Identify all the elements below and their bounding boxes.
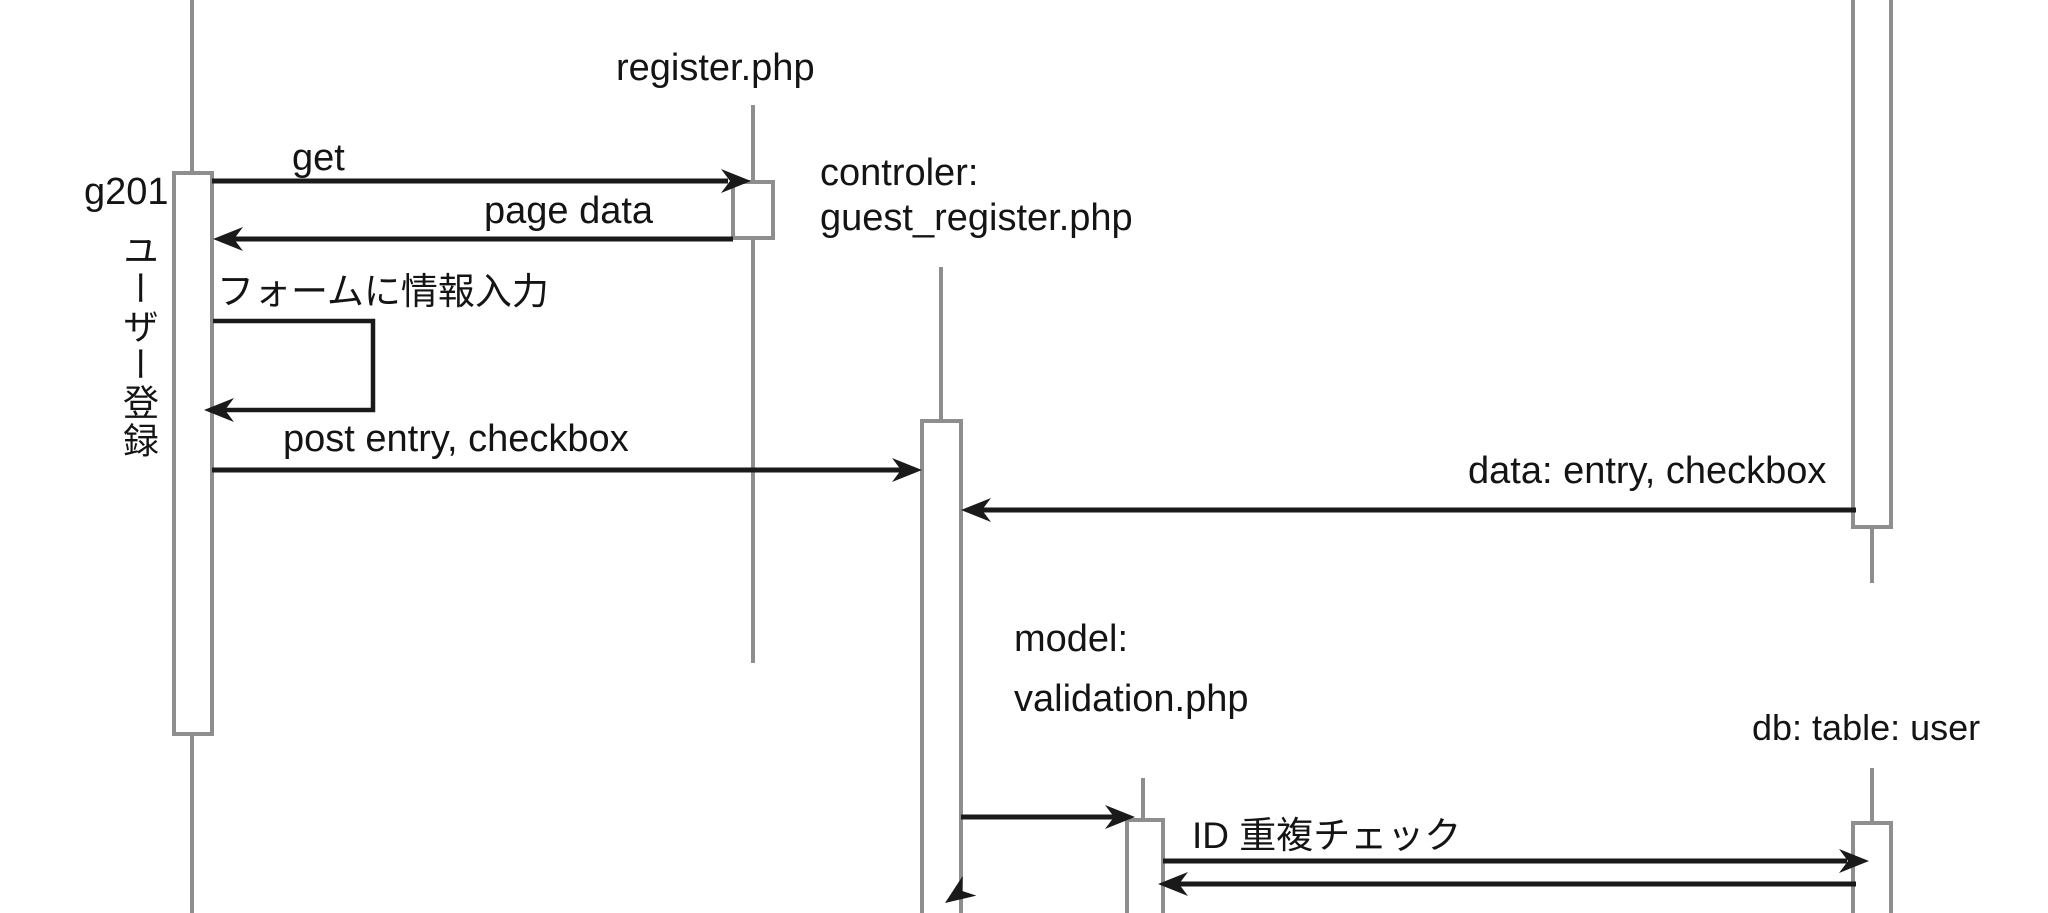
participant-model-file-label: validation.php <box>1014 678 1249 720</box>
arrow-post-head <box>892 458 922 482</box>
activation-user <box>172 171 214 736</box>
message-page-data-label: page data <box>484 190 654 232</box>
arrow-get-head <box>721 169 751 193</box>
arrow-return-controller-head <box>945 875 977 903</box>
arrow-id-check-head <box>1839 849 1869 873</box>
arrow-call-model-head <box>1105 805 1135 829</box>
activation-model <box>1125 818 1165 913</box>
activation-db-bottom <box>1851 821 1893 913</box>
arrow-data-head <box>961 498 991 522</box>
participant-user-label: g201 <box>84 171 169 213</box>
participant-register-label: register.php <box>616 47 815 89</box>
message-get-label: get <box>292 137 345 179</box>
message-post-label: post entry, checkbox <box>283 418 629 460</box>
message-data-label: data: entry, checkbox <box>1468 450 1827 492</box>
participant-database-label: db: table: user <box>1752 707 1981 748</box>
activation-register <box>731 180 775 240</box>
arrow-id-return-head <box>1158 872 1188 896</box>
arrow-self-form-head <box>204 398 234 422</box>
participant-model-label: model: <box>1014 618 1129 660</box>
arrow-self-form-line <box>213 318 376 413</box>
arrow-page-data-head <box>213 227 243 251</box>
participant-controller-label: controler: <box>820 152 979 194</box>
activation-controller <box>920 419 963 913</box>
participant-user-role-label: ユーザー登録 <box>118 232 159 460</box>
message-form-input-label: フォームに情報入力 <box>217 271 549 312</box>
participant-controller-file-label: guest_register.php <box>820 197 1133 239</box>
activation-db-top <box>1851 0 1893 529</box>
message-id-check-label: ID 重複チェック <box>1192 815 1462 856</box>
